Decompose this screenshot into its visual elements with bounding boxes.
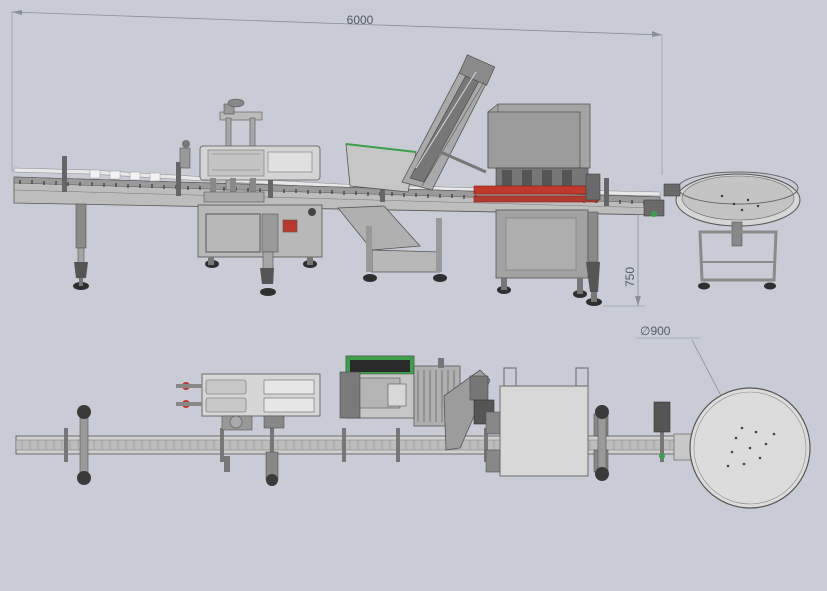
filler-cabinet-side (197, 204, 323, 296)
cap-hopper-side (337, 143, 447, 282)
capper-side (473, 103, 601, 298)
filler-head-side (179, 98, 321, 203)
conveyor-top-brackets (64, 428, 664, 462)
cap-elevator-top (413, 358, 495, 451)
capper-top (485, 367, 609, 477)
cap-hopper-top (339, 355, 415, 419)
turntable-diameter-label: ∅900 (640, 324, 671, 338)
conveyor-drive (643, 199, 665, 217)
top-view (15, 355, 811, 509)
turntable-top (673, 387, 811, 509)
conveyor-drive-top (653, 401, 671, 459)
conveyor-leg-left-top (77, 405, 91, 485)
filler-top (176, 373, 321, 486)
conveyor-leg-right (586, 211, 602, 306)
conveyor-height-label: 750 (623, 267, 637, 287)
cap-elevator-side (401, 54, 496, 191)
turntable-holes (726, 426, 776, 468)
bottles-side (89, 169, 161, 182)
conveyor-leg-right-top (595, 405, 609, 481)
overall-length-label: 6000 (347, 13, 374, 27)
turntable-side (663, 171, 801, 290)
conveyor-leg-left (73, 203, 89, 290)
side-view (13, 54, 801, 306)
dimension-overall-length: 6000 (11, 10, 663, 175)
